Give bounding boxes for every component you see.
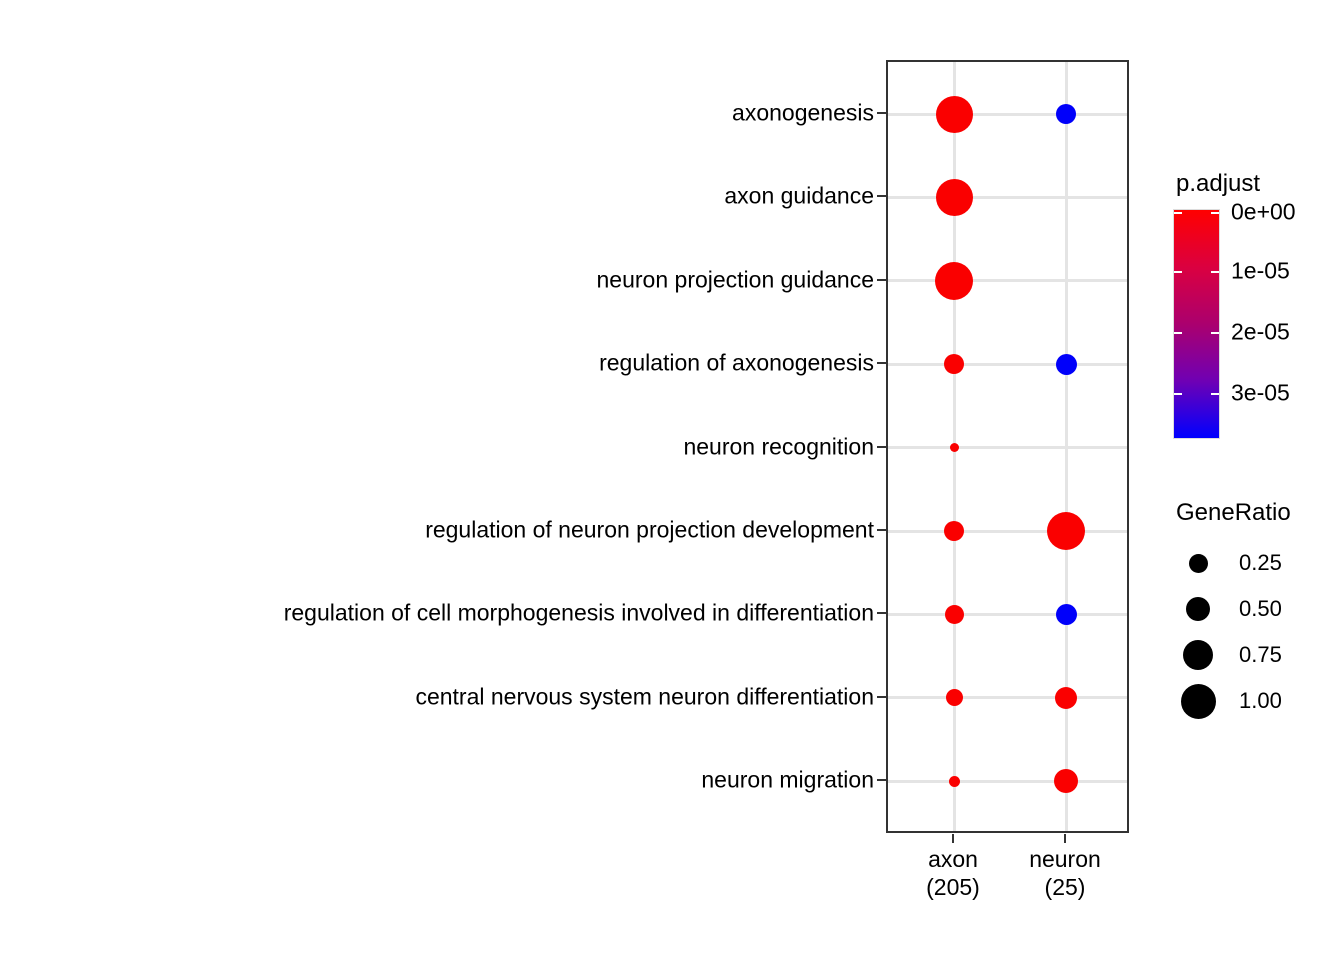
- cluster-size: (25): [1044, 874, 1086, 900]
- y-axis-tick: [877, 445, 886, 448]
- enrichment-dot: [1055, 686, 1077, 709]
- colorbar-tick: [1211, 332, 1219, 335]
- cluster-size: (205): [926, 874, 980, 900]
- y-axis-tick: [877, 195, 886, 198]
- y-axis-term-label: axonogenesis: [732, 99, 874, 126]
- colorbar-tick: [1174, 332, 1182, 335]
- colorbar-tick-label: 0e+00: [1231, 198, 1296, 225]
- y-axis-term-label: axon guidance: [724, 182, 874, 209]
- major-gridline-horizontal: [888, 696, 1127, 700]
- y-axis-term-label: neuron recognition: [683, 433, 874, 460]
- y-axis-tick: [877, 695, 886, 698]
- y-axis-term-label: central nervous system neuron differenti…: [415, 683, 874, 710]
- x-axis-cluster-label: neuron(25): [985, 845, 1145, 901]
- enrichment-dot: [1055, 353, 1077, 375]
- major-gridline-horizontal: [888, 612, 1127, 616]
- y-axis-term-label: neuron migration: [701, 766, 874, 793]
- enrichment-dot: [1056, 104, 1076, 124]
- colorbar-tick: [1211, 271, 1219, 274]
- plot-panel: [886, 60, 1129, 833]
- y-axis-tick: [877, 779, 886, 782]
- size-legend-dot: [1183, 640, 1213, 670]
- y-axis-term-label: regulation of cell morphogenesis involve…: [283, 599, 874, 626]
- colorbar-tick: [1211, 211, 1219, 214]
- colorbar-tick: [1174, 393, 1182, 395]
- major-gridline-horizontal: [888, 529, 1127, 533]
- x-axis-tick: [1064, 834, 1066, 843]
- enrichment-dot: [949, 443, 959, 453]
- size-legend-label: 0.25: [1239, 550, 1282, 575]
- colorbar-tick-label: 2e-05: [1231, 318, 1290, 345]
- size-legend-label: 0.50: [1239, 596, 1282, 621]
- size-legend-dot: [1180, 683, 1216, 719]
- size-legend-title: GeneRatio: [1176, 499, 1291, 526]
- x-axis-cluster-label: axon(205): [873, 845, 1033, 901]
- colorbar-tick-label: 3e-05: [1231, 379, 1290, 406]
- colorbar-tick: [1174, 211, 1182, 214]
- colorbar-tick-label: 1e-05: [1231, 257, 1290, 284]
- size-legend-label: 0.75: [1239, 642, 1282, 667]
- colorbar-tick: [1174, 271, 1182, 274]
- enrichment-dot: [948, 775, 960, 787]
- enrichment-dot: [945, 689, 963, 707]
- y-axis-term-label: regulation of neuron projection developm…: [425, 516, 874, 543]
- y-axis-term-label: neuron projection guidance: [596, 266, 874, 293]
- major-gridline-horizontal: [888, 279, 1127, 283]
- y-axis-tick: [877, 529, 886, 531]
- enrichment-dot: [935, 95, 973, 133]
- p-adjust-colorbar: [1173, 209, 1220, 439]
- enrichment-dot: [935, 178, 973, 216]
- colorbar-tick: [1211, 393, 1219, 395]
- size-legend-label: 1.00: [1239, 688, 1282, 713]
- enrichment-dot: [1055, 603, 1077, 625]
- y-axis-tick: [877, 278, 886, 281]
- enrichment-dot: [935, 261, 973, 300]
- y-axis-tick: [877, 362, 886, 365]
- size-legend-dot: [1186, 597, 1210, 621]
- major-gridline-vertical: [1064, 62, 1068, 831]
- major-gridline-horizontal: [888, 362, 1127, 366]
- x-axis-tick: [952, 834, 954, 843]
- y-axis-tick: [877, 612, 886, 615]
- enrichment-dot: [944, 521, 964, 541]
- size-legend-dot: [1188, 553, 1208, 573]
- cluster-name: axon: [928, 846, 978, 872]
- major-gridline-horizontal: [888, 779, 1127, 783]
- cluster-name: neuron: [1029, 846, 1101, 872]
- major-gridline-horizontal: [888, 446, 1127, 450]
- color-legend-title: p.adjust: [1176, 170, 1261, 197]
- enrichment-dot: [1047, 512, 1085, 550]
- enrichment-dot: [944, 354, 964, 375]
- y-axis-term-label: regulation of axonogenesis: [599, 349, 874, 376]
- enrichment-dot: [944, 604, 964, 624]
- y-axis-tick: [877, 112, 886, 114]
- major-gridline-horizontal: [888, 195, 1127, 199]
- major-gridline-horizontal: [888, 112, 1127, 116]
- enrichment-dot: [1054, 769, 1078, 794]
